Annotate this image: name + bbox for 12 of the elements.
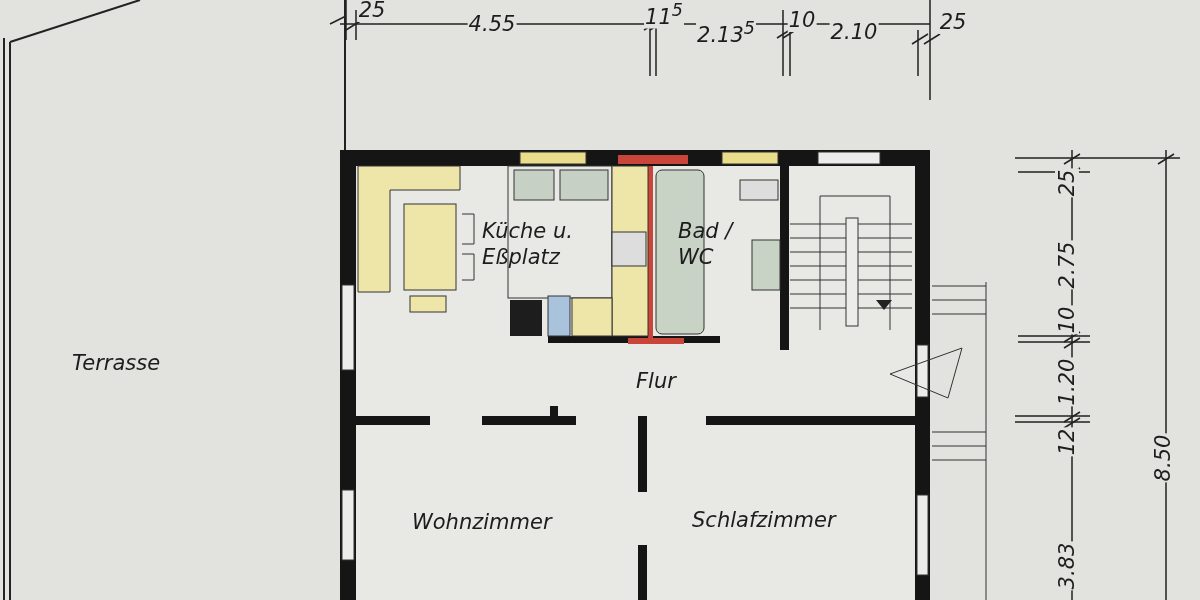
dimension-label: 25 [1055, 168, 1079, 198]
room-label: Flur [636, 368, 676, 395]
dimension-label: 11$^{5}$ [644, 0, 684, 29]
dimension-label: 25 [357, 0, 387, 22]
dimension-label: 25 [938, 10, 968, 34]
dimension-label: 10 [1055, 305, 1079, 335]
room-label: Bad / WC [678, 218, 748, 271]
dimension-label: 10 [787, 8, 817, 32]
room-label: Wohnzimmer [412, 509, 552, 536]
room-label: Schlafzimmer [692, 507, 836, 534]
room-label: Terrasse [72, 350, 161, 377]
room-label: Küche u. Eßplatz [482, 218, 622, 271]
